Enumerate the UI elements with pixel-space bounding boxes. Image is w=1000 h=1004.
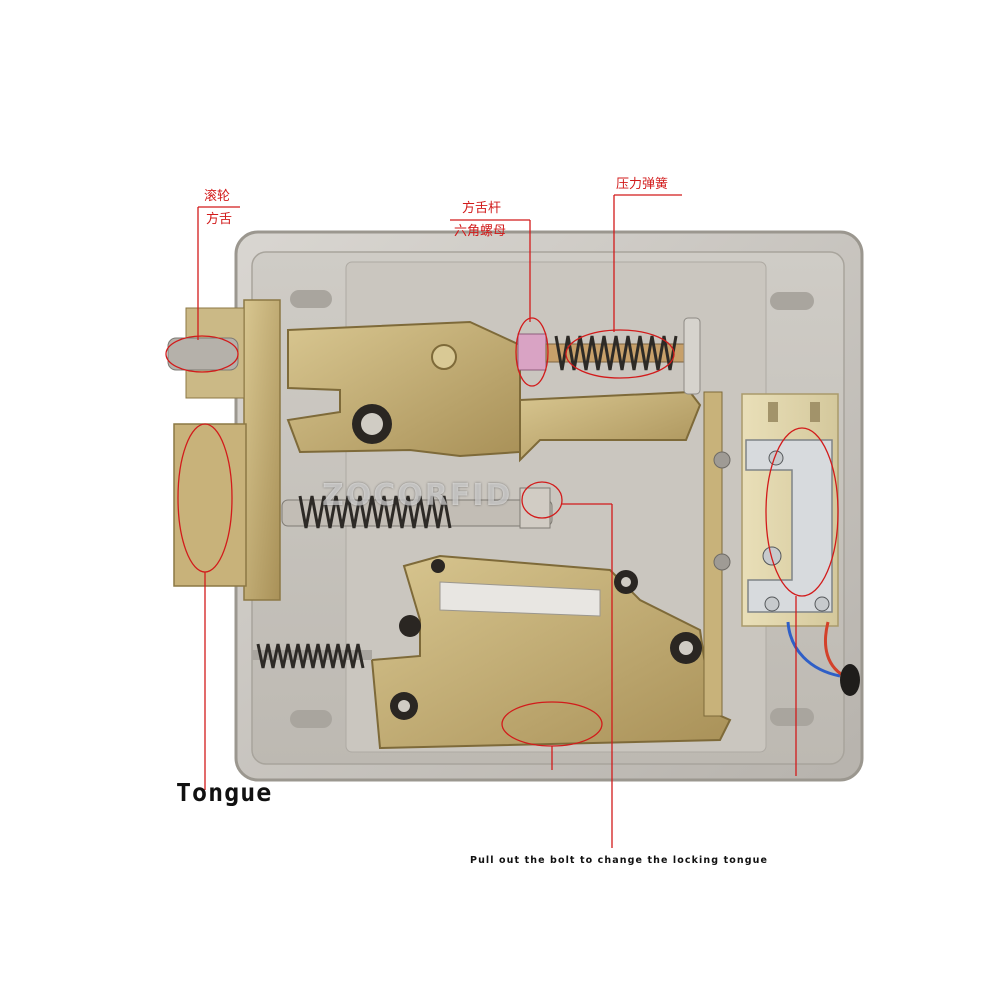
screw-icon (713, 451, 731, 469)
label-hex-nut: 六角螺母 (454, 224, 507, 239)
wire-icon (786, 621, 841, 678)
solenoid-slot (768, 402, 778, 422)
pivot-screw (679, 641, 693, 655)
mount-slot (290, 710, 332, 728)
pivot-screw (398, 700, 410, 712)
roller (167, 337, 239, 371)
pressure-spring (554, 335, 678, 371)
spring-washer (683, 317, 701, 395)
mount-slot (770, 708, 814, 726)
solenoid-frame (745, 439, 833, 613)
label-square-rod: 方舌杆 (462, 201, 502, 216)
label-pressure-spring: 压力弹簧 (616, 177, 669, 192)
lever-window (439, 581, 601, 617)
screw-icon (713, 553, 731, 571)
square-tongue (173, 423, 247, 587)
face-plate (243, 299, 281, 601)
pivot-screw (431, 344, 457, 370)
lower-spring (256, 643, 365, 669)
screw-icon (762, 546, 782, 566)
mount-slot (290, 290, 332, 308)
screw-icon (764, 596, 780, 612)
grommet (840, 664, 860, 696)
bolt-caption: Pull out the bolt to change the locking … (470, 855, 769, 866)
tongue-label: Tongue (176, 778, 273, 807)
label-square-tongue: 方舌 (206, 212, 233, 227)
watermark: ZOCORFID (322, 478, 513, 513)
solenoid-slot (810, 402, 820, 422)
lower-spring-rod (252, 650, 372, 660)
pivot-screw (361, 413, 383, 435)
screw-icon (768, 450, 784, 466)
pivot-screw (399, 615, 421, 637)
pivot-screw (431, 559, 445, 573)
pivot-screw (621, 577, 631, 587)
screw-icon (814, 596, 830, 612)
upper-lever (286, 320, 521, 458)
bolt-head (519, 487, 551, 529)
mount-slot (770, 292, 814, 310)
label-roller: 滚轮 (204, 189, 231, 204)
return-spring (298, 495, 452, 529)
hex-nut (517, 333, 547, 371)
annotation-lines (165, 194, 839, 848)
